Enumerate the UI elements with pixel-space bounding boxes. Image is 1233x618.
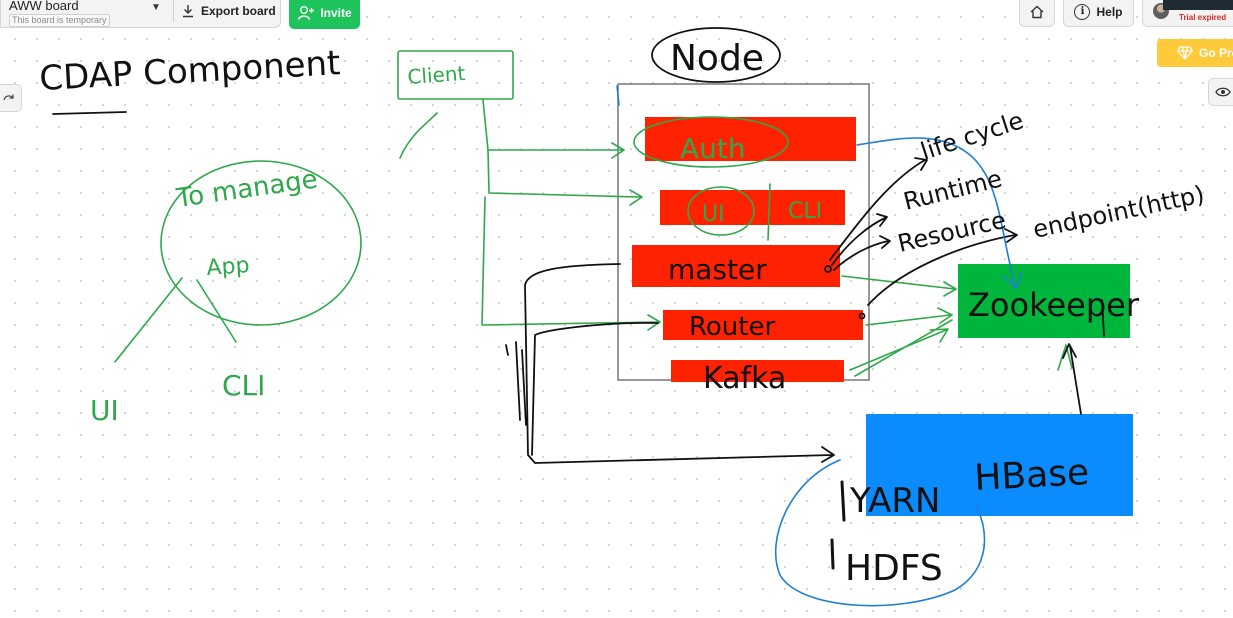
ui-connector[interactable] [114, 277, 183, 363]
endpoint-arrow[interactable] [867, 228, 1018, 306]
eye-icon [1215, 87, 1231, 97]
ui-text[interactable]: UI [702, 202, 725, 227]
router-dot [858, 312, 866, 320]
title-text[interactable]: CDAP Component [38, 43, 341, 99]
hdfs-bar[interactable] [830, 538, 835, 570]
hbase-text[interactable]: HBase [973, 452, 1090, 499]
hbase-to-zk[interactable] [1062, 343, 1082, 415]
export-board-label: Export board [201, 4, 276, 18]
zk-stroke[interactable] [1101, 299, 1105, 337]
cli-text[interactable]: CLI [788, 199, 822, 224]
right-side-tab[interactable] [1208, 78, 1233, 106]
resource-arrow[interactable] [833, 235, 891, 271]
user-name-bar [1163, 0, 1233, 10]
trial-expired-label: Trial expired [1179, 13, 1227, 22]
left-side-tab[interactable] [0, 84, 22, 112]
ui-cli-separator[interactable] [767, 183, 771, 241]
hdfs-text[interactable]: HDFS [845, 548, 943, 589]
master-to-zk[interactable] [841, 275, 957, 297]
client-text[interactable]: Client [407, 61, 467, 89]
zookeeper-text[interactable]: Zookeeper [968, 286, 1140, 324]
add-user-icon [298, 5, 315, 20]
router-to-zk[interactable] [865, 307, 953, 326]
toolbar-divider [173, 0, 174, 22]
master-text[interactable]: master [668, 253, 767, 286]
master-block[interactable] [632, 245, 840, 287]
yarn-hdfs-circle[interactable] [775, 459, 986, 607]
export-board-button[interactable]: Export board [181, 0, 276, 23]
cli-connector[interactable] [196, 279, 237, 343]
circle-text[interactable]: To manage [174, 164, 320, 214]
router-text[interactable]: Router [689, 312, 775, 342]
diamond-icon [1177, 46, 1193, 60]
help-label: Help [1096, 4, 1123, 19]
hbase-to-zk-green[interactable] [1057, 344, 1073, 371]
yarn-bar[interactable] [840, 480, 846, 522]
client-box[interactable] [397, 50, 514, 100]
info-icon: i [1074, 3, 1091, 20]
yarn-tick-3[interactable] [505, 344, 509, 356]
user-menu[interactable]: Trial expired [1142, 0, 1233, 27]
kafka-to-zk-2[interactable] [854, 319, 953, 377]
ui-ellipse[interactable] [687, 186, 755, 236]
hbase-block[interactable] [866, 414, 1133, 516]
manage-circle[interactable] [160, 160, 362, 326]
go-pro-button[interactable]: Go Pro [1157, 39, 1233, 67]
endpoint-text[interactable]: endpoint(http) [1030, 180, 1206, 244]
lifecycle-arrow[interactable] [829, 157, 928, 261]
yarn-text[interactable]: YARN [849, 481, 940, 521]
board-name[interactable]: AWW board [9, 0, 79, 13]
kafka-text[interactable]: Kafka [703, 361, 786, 396]
router-block[interactable] [663, 310, 863, 340]
auth-to-zk[interactable] [856, 137, 1023, 289]
go-pro-label: Go Pro [1199, 46, 1233, 60]
client-stub[interactable] [399, 112, 438, 159]
node-text[interactable]: Node [670, 38, 764, 79]
yarn-tick-1[interactable] [515, 341, 521, 421]
auth-ellipse[interactable] [633, 116, 789, 168]
redo-icon [3, 94, 14, 101]
help-button[interactable]: i Help [1063, 0, 1134, 27]
node-ellipse[interactable] [651, 27, 781, 83]
board-toolbar: AWW board This board is temporary ▼ Expo… [0, 0, 281, 28]
yarn-tick-2[interactable] [521, 349, 527, 426]
left-ui-text[interactable]: UI [90, 394, 119, 427]
invite-button[interactable]: Invite [289, 0, 360, 29]
auth-block[interactable] [645, 117, 856, 161]
kafka-block[interactable] [671, 360, 844, 382]
client-to-auth[interactable] [482, 99, 625, 159]
title-underline[interactable] [52, 111, 127, 115]
download-icon [183, 5, 193, 18]
invite-label: Invite [320, 5, 352, 20]
chevron-down-icon[interactable]: ▼ [151, 2, 161, 13]
left-cli-text[interactable]: CLI [222, 369, 265, 402]
client-to-router[interactable] [481, 196, 661, 331]
client-to-ui[interactable] [487, 149, 643, 206]
master-to-yarn[interactable] [524, 263, 835, 464]
temporary-badge: This board is temporary [9, 14, 110, 27]
node-left-tick[interactable] [616, 85, 620, 106]
home-button[interactable] [1019, 0, 1055, 27]
circle-sub[interactable]: App [206, 253, 251, 281]
home-icon [1030, 5, 1044, 18]
kafka-to-zk[interactable] [849, 328, 949, 371]
router-to-yarn[interactable] [531, 322, 659, 456]
auth-text[interactable]: Auth [680, 132, 746, 165]
master-dot [824, 265, 832, 273]
runtime-arrow[interactable] [831, 213, 888, 266]
